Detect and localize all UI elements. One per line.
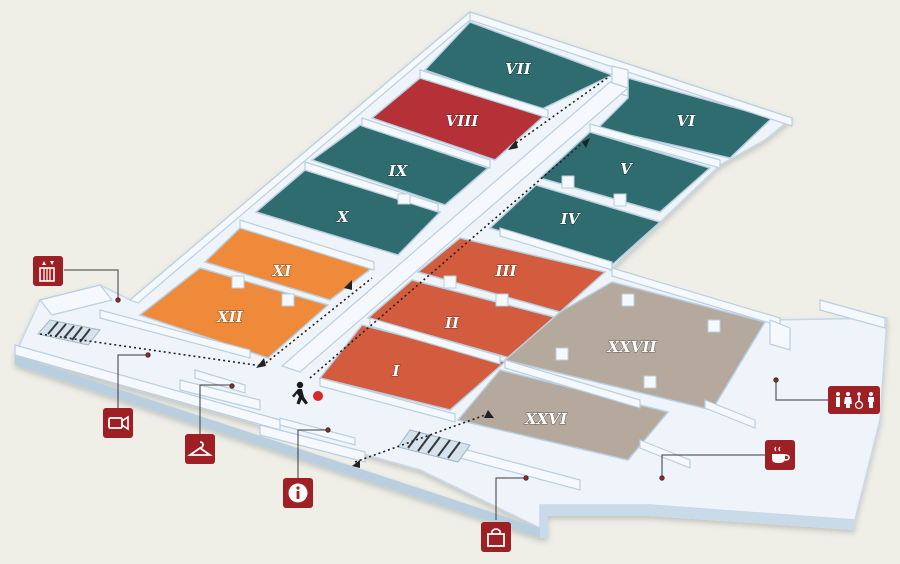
restrooms-icon[interactable] (828, 386, 880, 414)
room-floor-V[interactable] (538, 131, 712, 213)
video-camera-icon[interactable] (103, 408, 133, 438)
walking-person-icon (292, 381, 308, 405)
room-label-IX: IX (388, 162, 409, 180)
room-label-II: II (444, 314, 460, 332)
elevator-icon[interactable] (33, 256, 63, 286)
room-label-XII: XII (216, 308, 244, 326)
room-label-VII: VII (505, 60, 532, 78)
display-pedestals (231, 175, 721, 389)
information-icon[interactable] (283, 478, 313, 508)
room-label-XI: XI (272, 262, 293, 280)
coffee-cup-icon[interactable] (765, 440, 795, 470)
walls (14, 10, 886, 491)
room-label-VIII: VIII (446, 112, 480, 130)
room-floor-XXVII[interactable] (503, 281, 767, 411)
rooms (138, 21, 774, 461)
room-label-XXVII: XXVII (607, 338, 658, 356)
room-labels: VII VI VIII V IX X IV XI XII III II I XX… (216, 59, 697, 428)
stairs-right (397, 429, 471, 463)
room-label-III: III (494, 262, 517, 280)
shopping-bag-icon[interactable] (481, 522, 511, 552)
room-label-VI: VI (677, 112, 697, 130)
room-floor-XII[interactable] (138, 267, 330, 359)
you-are-here-marker (292, 381, 323, 405)
room-label-IV: IV (560, 210, 581, 228)
icon-leader-lines (64, 269, 828, 520)
room-label-I: I (391, 362, 400, 380)
room-label-X: X (336, 208, 350, 226)
coat-hanger-icon[interactable] (185, 434, 215, 464)
tour-route (39, 75, 611, 463)
poi-icons (33, 256, 880, 552)
route-arrows (256, 138, 590, 468)
room-label-XXVI: XXVI (524, 410, 568, 428)
room-label-V: V (620, 160, 633, 178)
stairs-left (37, 319, 101, 346)
